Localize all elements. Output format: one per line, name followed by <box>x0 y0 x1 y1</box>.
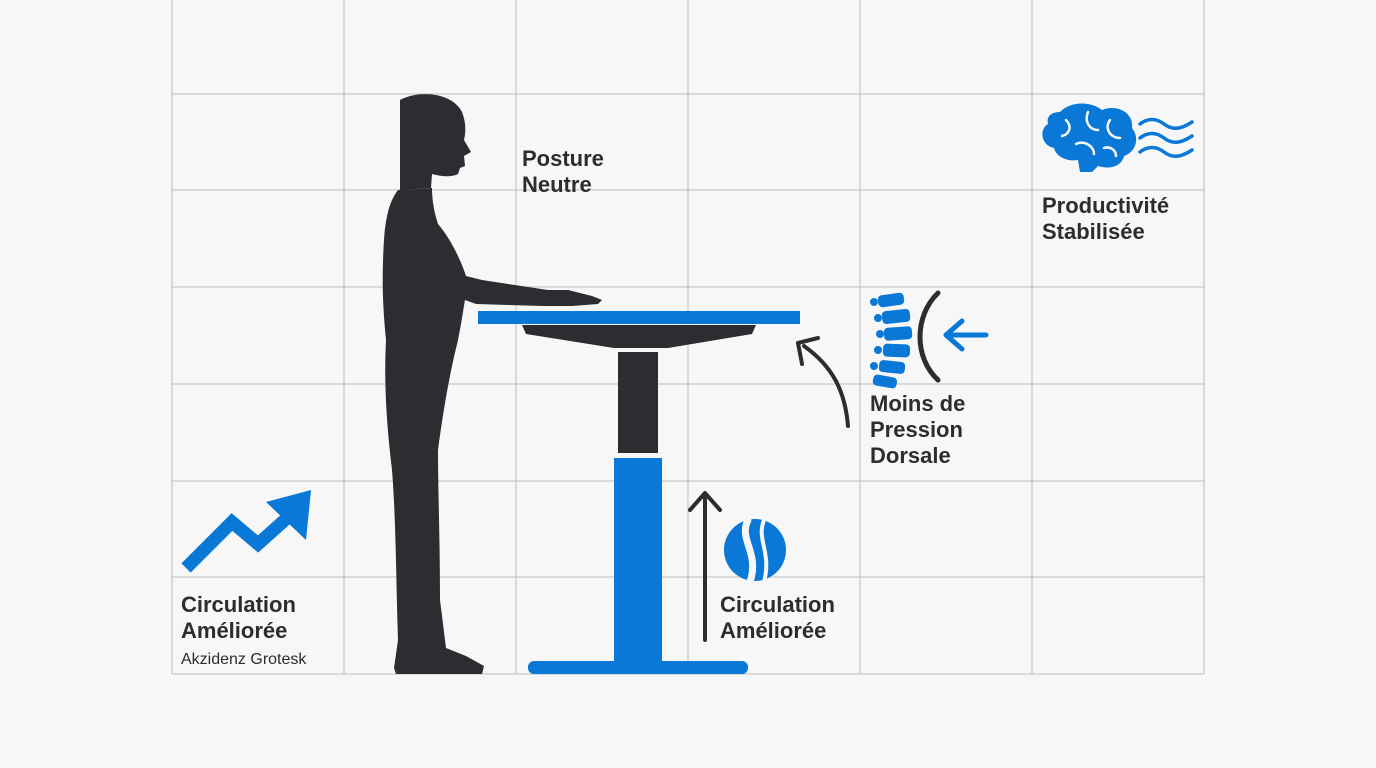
circulation-left-label: Circulation Améliorée <box>181 592 296 644</box>
back-pressure-label-line2: Pression <box>870 417 963 442</box>
circulation-left-label-line2: Améliorée <box>181 618 288 643</box>
back-pressure-label-line3: Dorsale <box>870 443 951 468</box>
productivity-label-line2: Stabilisée <box>1042 219 1145 244</box>
person-head <box>400 94 471 190</box>
circulation-center-label: Circulation Améliorée <box>720 592 835 644</box>
posture-label-line1: Posture <box>522 146 604 171</box>
trend-up-arrow-icon <box>181 490 311 573</box>
circulation-center-label-line1: Circulation <box>720 592 835 617</box>
person-silhouette <box>382 94 602 674</box>
spine-icon <box>870 292 913 389</box>
blood-flow-icon <box>724 516 786 586</box>
desk-lower-column <box>614 458 662 663</box>
back-pressure-label-line1: Moins de <box>870 391 966 416</box>
person-body <box>382 188 602 674</box>
desk-upper-column <box>618 352 658 453</box>
brain-icon <box>1042 103 1137 172</box>
waves-icon <box>1138 117 1194 158</box>
posture-label: Posture Neutre <box>522 146 604 198</box>
circulation-center-label-line2: Améliorée <box>720 618 827 643</box>
productivity-label-line1: Productivité <box>1042 193 1170 218</box>
curved-arrow-icon <box>796 336 850 428</box>
up-arrow-icon <box>688 491 722 642</box>
desk-underframe <box>522 325 756 348</box>
back-pressure-label: Moins de Pression Dorsale <box>870 391 965 469</box>
desk-base <box>528 661 748 674</box>
circulation-left-label-line1: Circulation <box>181 592 296 617</box>
standing-desk <box>478 311 800 674</box>
productivity-label: Productivité Stabilisée <box>1042 193 1169 245</box>
desk-top <box>478 311 800 324</box>
posture-label-line2: Neutre <box>522 172 592 197</box>
pressure-arrow-icon <box>917 290 989 383</box>
font-caption: Akzidenz Grotesk <box>181 651 307 668</box>
